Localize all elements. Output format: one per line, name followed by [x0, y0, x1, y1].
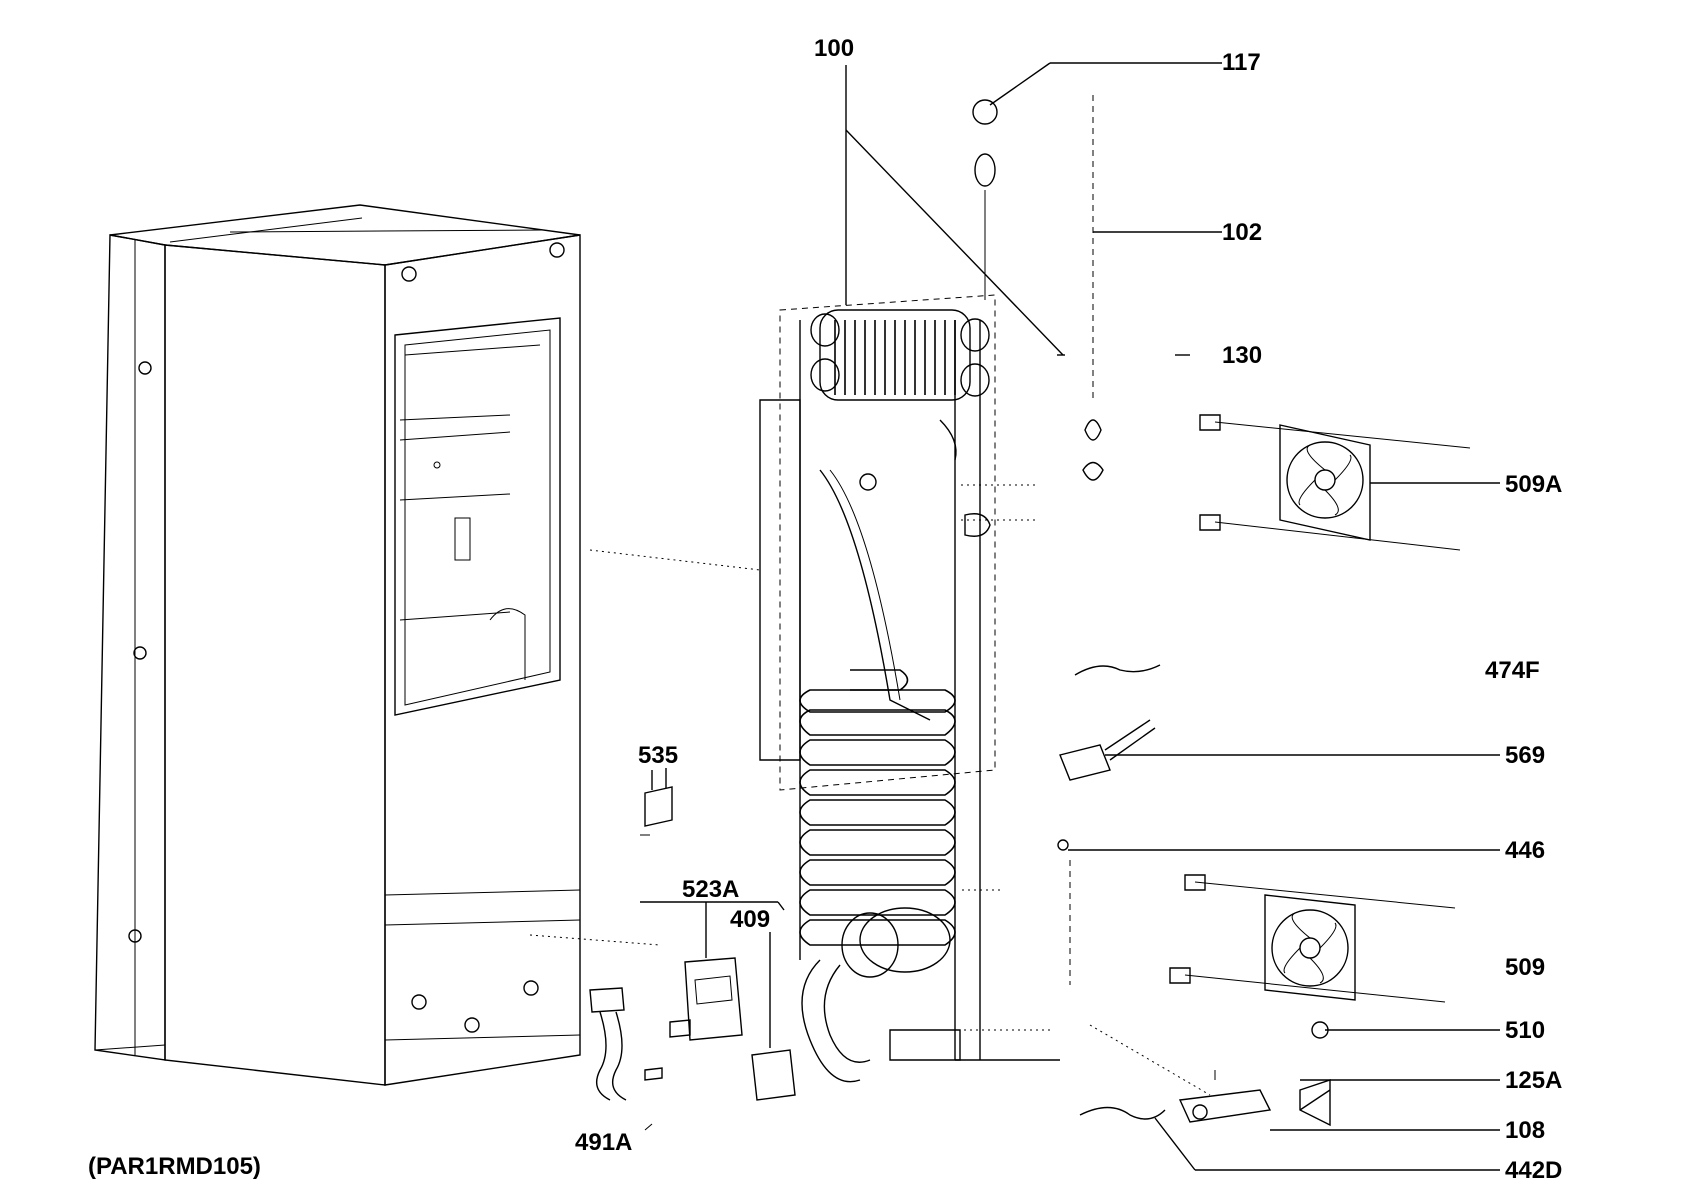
part-117-grommet [972, 99, 998, 300]
part-569-sensor [1059, 719, 1156, 781]
label-569: 569 [1505, 742, 1545, 769]
label-509: 509 [1505, 954, 1545, 981]
heat-exchanger-coils [799, 669, 956, 946]
label-125A: 125A [1505, 1067, 1562, 1094]
label-117: 117 [1222, 49, 1261, 76]
explosion-guide-lines [529, 484, 1211, 1096]
part-509A-fan [1199, 414, 1471, 551]
label-108: 108 [1505, 1117, 1545, 1144]
cabinet-housing [94, 204, 581, 1086]
diagram-source-code: (PAR1RMD105) [88, 1153, 261, 1180]
part-102-flue [1082, 95, 1104, 481]
label-474F: 474F [1485, 657, 1540, 684]
label-102: 102 [1222, 219, 1262, 246]
label-535: 535 [638, 742, 678, 769]
part-labels: 100 117 102 130 509A 474F 569 446 509 51… [88, 35, 1562, 1184]
part-474F-wire [1074, 664, 1161, 676]
part-523A-control-module [640, 901, 785, 1041]
condenser-fins [810, 309, 990, 401]
label-491A: 491A [575, 1129, 632, 1156]
part-108-igniter [1178, 1070, 1331, 1127]
part-409-relay [751, 932, 796, 1101]
part-491A-harness [589, 987, 663, 1131]
label-446: 446 [1505, 837, 1545, 864]
label-510: 510 [1505, 1017, 1545, 1044]
part-509-fan [1169, 874, 1456, 1003]
label-523A: 523A [682, 876, 739, 903]
leader-lines [845, 62, 1500, 1171]
label-442D: 442D [1505, 1157, 1562, 1184]
label-509A: 509A [1505, 471, 1562, 498]
part-535-switch [640, 768, 673, 836]
cooling-unit-assembly [759, 294, 1060, 1083]
part-446-cap [1057, 839, 1071, 985]
label-130: 130 [1222, 342, 1262, 369]
label-409: 409 [730, 906, 770, 933]
label-100: 100 [814, 35, 854, 62]
part-442D-wire [1079, 1106, 1166, 1120]
